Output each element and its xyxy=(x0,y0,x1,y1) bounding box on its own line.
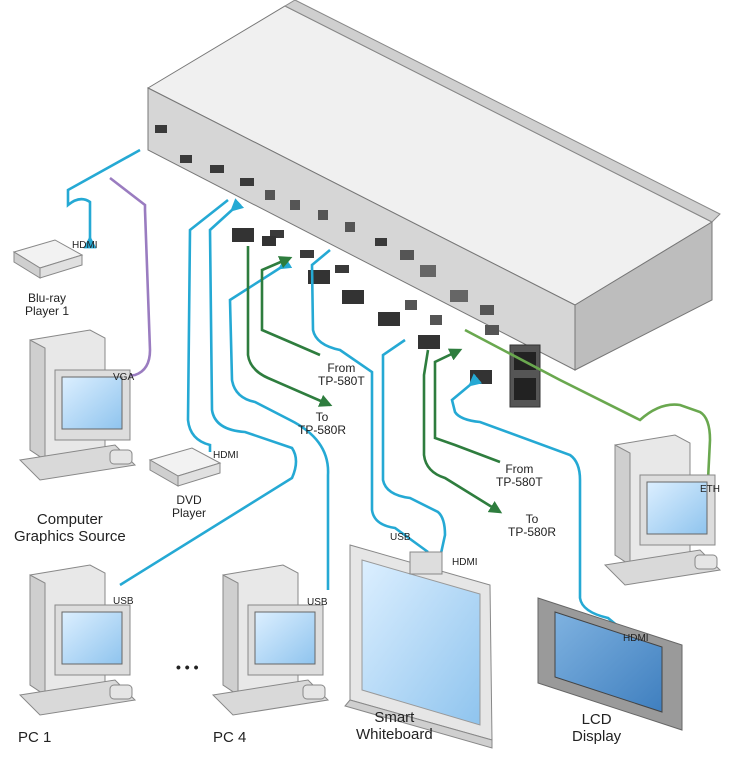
whiteboard-usb-cable xyxy=(310,249,429,554)
pc4-usb-label: USB xyxy=(307,597,328,608)
bluray-player-label: Blu-ray Player 1 xyxy=(25,291,70,319)
bluray-hdmi-label: HDMI xyxy=(72,240,98,251)
pc4-label: PC 4 xyxy=(213,729,247,746)
to-tp580r-label-2: To TP-580R xyxy=(508,512,557,540)
ellipsis: • • • xyxy=(176,659,199,675)
lcd-display-label: LCD Display xyxy=(572,711,622,745)
whiteboard-hdmi-cable xyxy=(381,338,447,559)
pc4-usb-cable xyxy=(228,256,330,590)
bluray-hdmi-cable xyxy=(66,148,141,249)
tp-to-cable-2 xyxy=(422,349,503,514)
eth-cable xyxy=(464,328,712,481)
pc1-usb-cable xyxy=(119,198,298,587)
bluray-player-icon xyxy=(12,239,84,279)
pc1-label: PC 1 xyxy=(18,729,52,746)
tp-to-cable-1 xyxy=(246,246,333,407)
pc4-icon xyxy=(211,564,330,716)
vga-cable xyxy=(109,176,152,384)
computer-graphics-source-icon xyxy=(18,329,137,481)
tp-from-cable-1 xyxy=(260,256,321,357)
dvd-hdmi-label: HDMI xyxy=(213,450,239,461)
whiteboard-hdmi-label: HDMI xyxy=(452,557,478,568)
pc1-icon xyxy=(18,564,137,716)
lcd-hdmi-cable xyxy=(450,373,626,634)
dvd-hdmi-cable xyxy=(186,198,229,452)
eth-control-pc-icon xyxy=(603,434,722,586)
from-tp580t-label-1: From TP-580T xyxy=(318,361,365,389)
to-tp580r-label-1: To TP-580R xyxy=(298,410,347,438)
dvd-player-icon xyxy=(148,447,222,487)
tp-from-cable-2 xyxy=(433,348,501,464)
lcd-display-icon xyxy=(537,597,683,731)
smart-whiteboard-icon xyxy=(344,544,493,749)
lcd-hdmi-label: HDMI xyxy=(623,633,649,644)
pc1-usb-label: USB xyxy=(113,596,134,607)
whiteboard-usb-label: USB xyxy=(390,532,411,543)
computer-graphics-source-label: Computer Graphics Source xyxy=(14,511,126,545)
eth-label: ETH xyxy=(700,484,720,495)
smart-whiteboard-label: Smart Whiteboard xyxy=(356,709,433,743)
dvd-player-label: DVD Player xyxy=(172,493,207,521)
vga-label: VGA xyxy=(113,372,135,383)
from-tp580t-label-2: From TP-580T xyxy=(496,462,543,490)
switcher-chassis xyxy=(146,0,721,408)
